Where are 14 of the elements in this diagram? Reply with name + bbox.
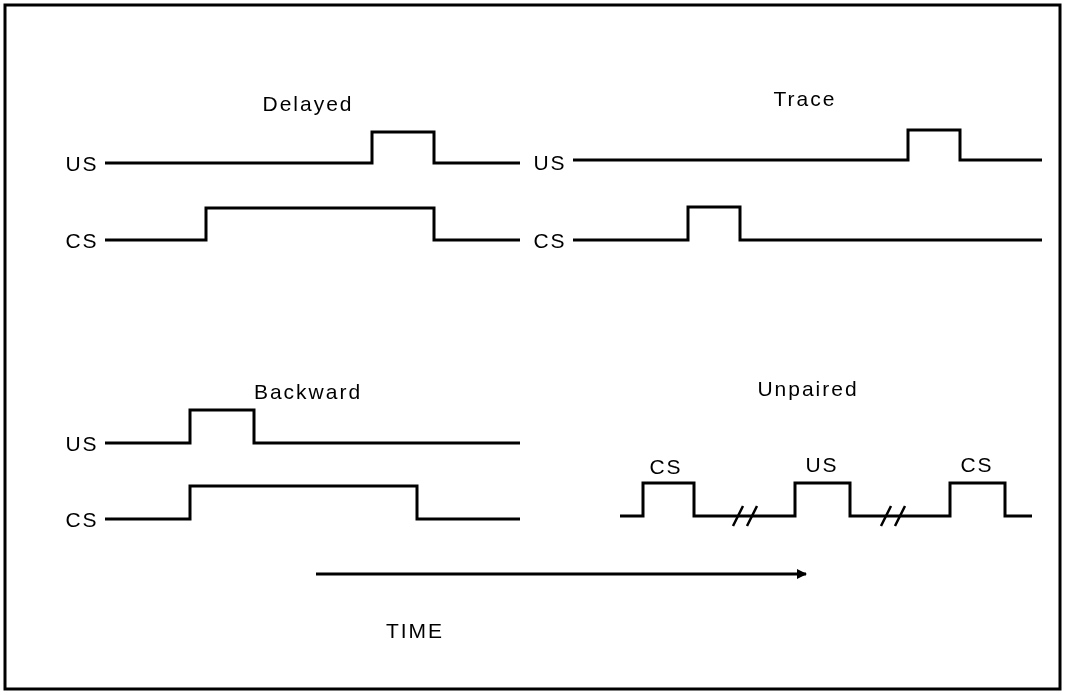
axis-label: TIME xyxy=(385,619,445,641)
signal-label: US xyxy=(805,453,839,475)
panel-title: Unpaired xyxy=(757,377,859,399)
signal-label: US xyxy=(533,151,567,173)
signal-label: CS xyxy=(65,229,99,251)
signal-label: US xyxy=(65,152,99,174)
panel-title: Trace xyxy=(773,87,837,109)
signal-label: CS xyxy=(960,453,994,475)
signal-label: CS xyxy=(65,508,99,530)
signal-label: CS xyxy=(533,229,567,251)
panel-title: Backward xyxy=(253,380,363,402)
signal-label: CS xyxy=(649,455,683,477)
signal-label: US xyxy=(65,432,99,454)
panel-title: Delayed xyxy=(262,92,354,114)
